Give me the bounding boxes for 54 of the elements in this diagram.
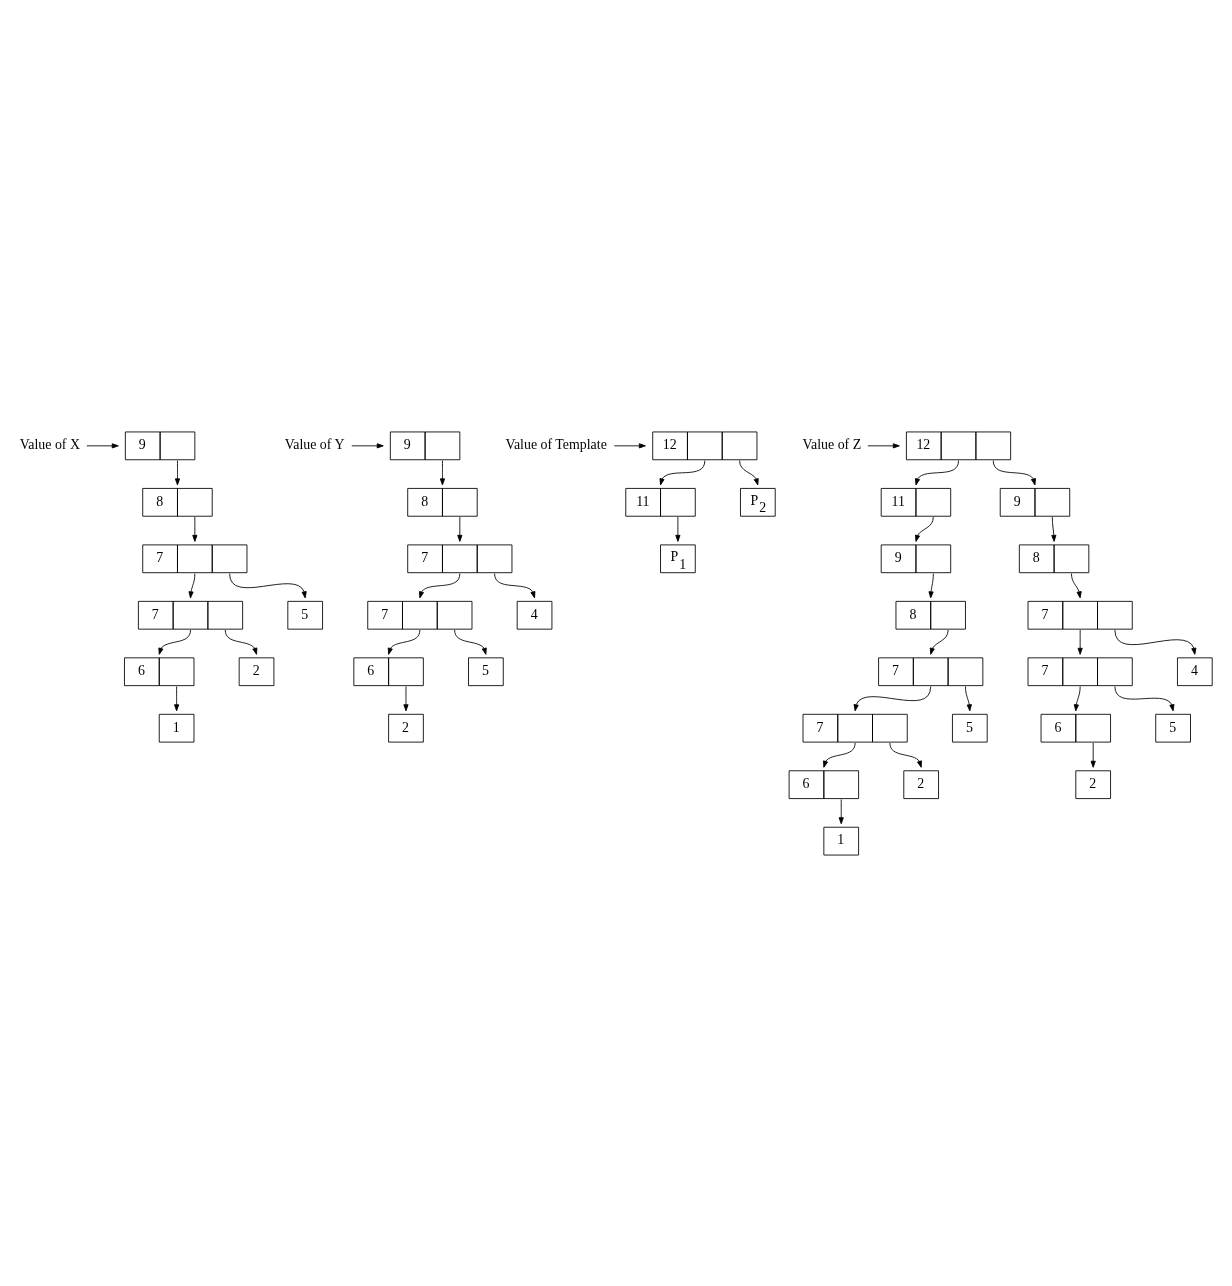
node-box: 5 [952,713,988,743]
arrow [1051,516,1057,542]
arrow [853,685,932,711]
arrow [1071,572,1082,598]
arrow [915,459,959,485]
arrow [174,459,181,485]
node-text: Value of Template [505,436,607,452]
arrow [915,516,934,542]
arrow [86,442,119,448]
arrow [928,572,934,598]
arrow [403,685,409,711]
node-box: 2 [388,713,424,743]
arrow [867,442,900,448]
arrow [351,442,384,448]
node-text: Value of Z [802,436,862,452]
arrow [224,629,258,655]
node-text: Value of X [19,436,80,452]
arrow [965,685,972,711]
arrow [387,629,421,655]
arrow [192,516,198,542]
arrow [823,742,856,768]
arrow [889,742,922,768]
arrow [929,629,949,655]
arrow [838,798,844,824]
arrow [457,516,463,542]
node-box: 2 [1075,769,1111,799]
arrow [419,572,461,598]
arrow [1114,685,1175,711]
arrow [188,572,196,598]
arrow [174,685,180,711]
arrow [158,629,191,655]
node-box: 2 [903,769,939,799]
arrow [494,572,536,598]
arrow [1077,629,1083,655]
arrow [992,459,1036,485]
arrow [739,459,759,485]
node-box: 5 [287,600,323,630]
node-box: 5 [1155,713,1191,743]
arrow [454,629,487,655]
node-box: 1 [823,826,860,855]
arrow [675,516,681,542]
arrow [229,572,307,598]
node-text: Value of Y [284,436,345,452]
node-box: 4 [1177,656,1213,686]
node-box: 2 [238,656,275,686]
arrow [613,442,646,448]
arrow [1090,742,1096,768]
node-box: 4 [516,600,553,630]
arrow [659,459,706,485]
arrow [1073,685,1081,711]
node-box: 1 [158,713,195,743]
arrow [1114,629,1197,655]
arrow [439,459,446,485]
node-box: 5 [468,656,504,686]
